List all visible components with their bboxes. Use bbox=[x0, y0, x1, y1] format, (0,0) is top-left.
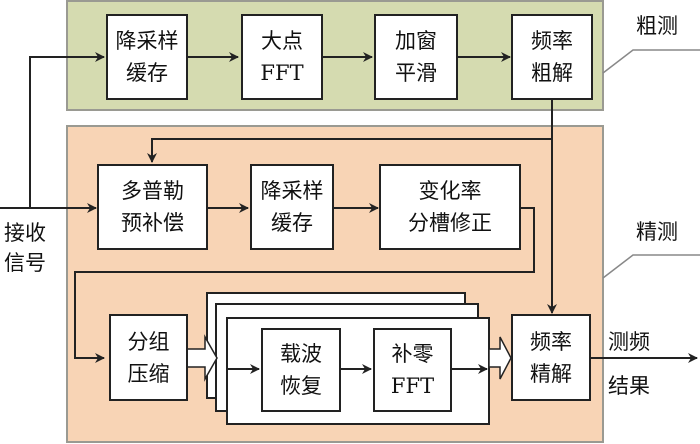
block-line2: 平滑 bbox=[395, 61, 437, 85]
label-line1: 测频 bbox=[608, 330, 650, 354]
block-line2: 缓存 bbox=[271, 211, 313, 235]
coarse-large-fft-block: 大点 FFT bbox=[241, 14, 323, 100]
block-line1: 补零 bbox=[391, 342, 434, 366]
doppler-precomp-block: 多普勒 预补偿 bbox=[97, 164, 208, 250]
block-line1: 降采样 bbox=[115, 29, 179, 53]
block-line2: 缓存 bbox=[126, 61, 168, 85]
block-line1: 载波 bbox=[280, 342, 322, 366]
coarse-window-smooth-block: 加窗 平滑 bbox=[374, 14, 458, 100]
zero-pad-fft-block: 补零 FFT bbox=[373, 328, 452, 412]
coarse-downsample-block: 降采样 缓存 bbox=[106, 14, 188, 100]
group-compress-block: 分组 压缩 bbox=[109, 314, 188, 401]
block-line2: 恢复 bbox=[280, 374, 322, 398]
hollow-arrow-group-to-panels bbox=[186, 334, 218, 382]
rate-slot-correct-block: 变化率 分槽修正 bbox=[379, 164, 521, 250]
block-line1: 大点 bbox=[261, 29, 303, 53]
label-line2: 信号 bbox=[4, 251, 46, 275]
hollow-arrow-panels-to-fine bbox=[488, 336, 512, 380]
coarse-to-doppler-line bbox=[147, 100, 553, 163]
fine-callout-line bbox=[602, 254, 700, 279]
input-to-coarse-line bbox=[29, 52, 105, 208]
block-line2: FFT bbox=[260, 61, 304, 85]
block-line2: 预补偿 bbox=[121, 211, 184, 235]
block-line1: 降采样 bbox=[260, 179, 324, 203]
block-line1: 频率 bbox=[531, 29, 573, 53]
block-line2: FFT bbox=[390, 374, 435, 398]
ratecorrect-to-group-line bbox=[74, 207, 535, 363]
block-line2: 分槽修正 bbox=[408, 211, 492, 235]
block-line1: 加窗 bbox=[395, 29, 437, 53]
label-line2: 结果 bbox=[608, 374, 650, 398]
label-line1: 接收 bbox=[4, 221, 46, 245]
coarse-freq-solve-block: 频率 粗解 bbox=[511, 14, 593, 100]
block-line2: 粗解 bbox=[531, 61, 573, 85]
fine-region-label: 精测 bbox=[636, 220, 678, 244]
freq-fine-solve-block: 频率 精解 bbox=[511, 314, 591, 401]
block-line1: 多普勒 bbox=[121, 179, 184, 203]
input-signal-label: 接收 信号 bbox=[4, 218, 46, 278]
block-line1: 分组 bbox=[127, 329, 170, 354]
output-result-label: 测频 结果 bbox=[608, 320, 650, 408]
fine-downsample-block: 降采样 缓存 bbox=[250, 164, 334, 250]
coarse-region-label: 粗测 bbox=[636, 14, 678, 38]
block-line1: 频率 bbox=[530, 329, 572, 354]
block-line2: 精解 bbox=[530, 361, 572, 386]
block-line1: 变化率 bbox=[418, 179, 482, 203]
carrier-recover-block: 载波 恢复 bbox=[261, 328, 341, 412]
coarse-callout-line bbox=[602, 49, 700, 74]
block-line2: 压缩 bbox=[127, 361, 170, 386]
